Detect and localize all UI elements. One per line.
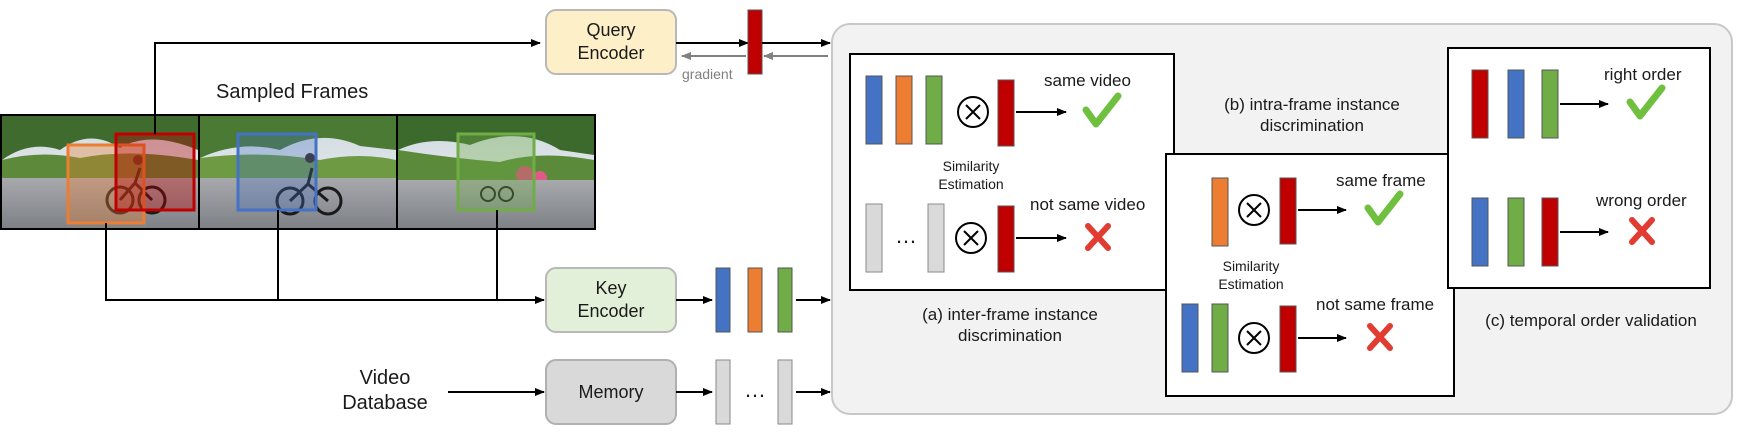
frame-connectors bbox=[105, 39, 545, 396]
panel-a-caption-line1: (a) inter-frame instance bbox=[922, 305, 1098, 324]
cross-icon bbox=[1085, 223, 1111, 251]
panel-b-title: (b) intra-frame instance discrimination bbox=[1182, 94, 1442, 137]
panel-a-caption-line2: discrimination bbox=[958, 326, 1062, 346]
video-database-line2: Database bbox=[342, 392, 428, 414]
query-feature-bar bbox=[747, 9, 763, 75]
panel-c-bar-green-2 bbox=[1507, 197, 1525, 267]
panel-b-query-bar-1 bbox=[1279, 177, 1297, 245]
key-encoder-line1: Key bbox=[595, 278, 627, 298]
panel-b-title-line1: (b) intra-frame instance bbox=[1224, 95, 1400, 114]
panel-a-similarity-line1: Similarity bbox=[942, 158, 1000, 174]
panel-a-positive-label: same video bbox=[1044, 71, 1131, 90]
check-icon bbox=[1626, 84, 1666, 120]
cross-icon bbox=[1629, 217, 1655, 245]
key-bar-blue bbox=[715, 267, 731, 333]
memory-bar-2 bbox=[777, 359, 793, 425]
panel-a-similarity-label: Similarity Estimation bbox=[906, 158, 1036, 193]
panel-c-positive-label: right order bbox=[1604, 65, 1682, 84]
key-encoder-label: Key Encoder bbox=[546, 277, 676, 322]
panel-c-bar-green-1 bbox=[1541, 69, 1559, 139]
panel-b-bar-blue bbox=[1181, 303, 1199, 373]
panel-b-query-bar-2 bbox=[1279, 305, 1297, 373]
key-bar-green bbox=[777, 267, 793, 333]
panel-c-negative-label: wrong order bbox=[1596, 191, 1687, 210]
panel-a-ellipsis: … bbox=[895, 223, 917, 248]
panel-c-caption: (c) temporal order validation bbox=[1485, 311, 1697, 330]
panel-c-bar-red-1 bbox=[1471, 69, 1489, 139]
panel-b-bar-orange bbox=[1211, 177, 1229, 247]
panel-b-similarity-line2: Estimation bbox=[1218, 275, 1284, 292]
gradient-label: gradient bbox=[682, 66, 733, 82]
video-database-label: Video Database bbox=[330, 366, 440, 416]
crop-box-blue bbox=[236, 132, 318, 212]
panel-c-box bbox=[1447, 47, 1711, 289]
memory-label: Memory bbox=[578, 382, 644, 402]
panel-a-query-bar-2 bbox=[997, 205, 1015, 273]
memory-ellipsis: … bbox=[744, 377, 766, 402]
panel-a-bar-gray-2 bbox=[927, 203, 945, 273]
panel-b-similarity-label: Similarity Estimation bbox=[1186, 258, 1316, 293]
panel-c-bar-red-2 bbox=[1541, 197, 1559, 267]
sampled-frames-strip bbox=[0, 114, 596, 230]
panel-b-similarity-line1: Similarity bbox=[1222, 258, 1280, 274]
panel-a-bar-green bbox=[925, 75, 943, 145]
video-database-line1: Video bbox=[359, 367, 411, 389]
frame-2-image bbox=[200, 116, 396, 228]
panel-b-bar-green bbox=[1211, 303, 1229, 373]
key-bar-orange bbox=[747, 267, 763, 333]
panel-a-caption: (a) inter-frame instance discrimination bbox=[870, 304, 1150, 347]
check-icon bbox=[1364, 190, 1404, 226]
panel-b-negative-label: not same frame bbox=[1316, 295, 1435, 314]
query-encoder-line2: Encoder bbox=[577, 42, 645, 63]
panel-b-title-line2: discrimination bbox=[1260, 116, 1364, 136]
query-encoder-line1: Query bbox=[586, 20, 636, 40]
crop-box-green bbox=[456, 132, 536, 212]
panel-a-bar-gray-1 bbox=[865, 203, 883, 273]
panel-a-bar-orange bbox=[895, 75, 913, 145]
panel-a-query-bar-1 bbox=[997, 79, 1015, 147]
memory-bar-1 bbox=[715, 359, 731, 425]
key-encoder-line2: Encoder bbox=[577, 300, 645, 321]
panel-a-negative-label: not same video bbox=[1030, 195, 1146, 214]
cross-icon bbox=[1367, 323, 1393, 351]
crop-box-red bbox=[114, 132, 196, 212]
sampled-frames-title: Sampled Frames bbox=[216, 81, 369, 103]
check-icon bbox=[1082, 92, 1122, 128]
panel-a-bar-blue bbox=[865, 75, 883, 145]
panel-c-bar-blue-2 bbox=[1471, 197, 1489, 267]
panel-b-positive-label: same frame bbox=[1336, 171, 1426, 190]
panel-c-bar-blue-1 bbox=[1507, 69, 1525, 139]
panel-a-similarity-line2: Estimation bbox=[938, 175, 1004, 192]
query-encoder-label: Query Encoder bbox=[546, 19, 676, 64]
